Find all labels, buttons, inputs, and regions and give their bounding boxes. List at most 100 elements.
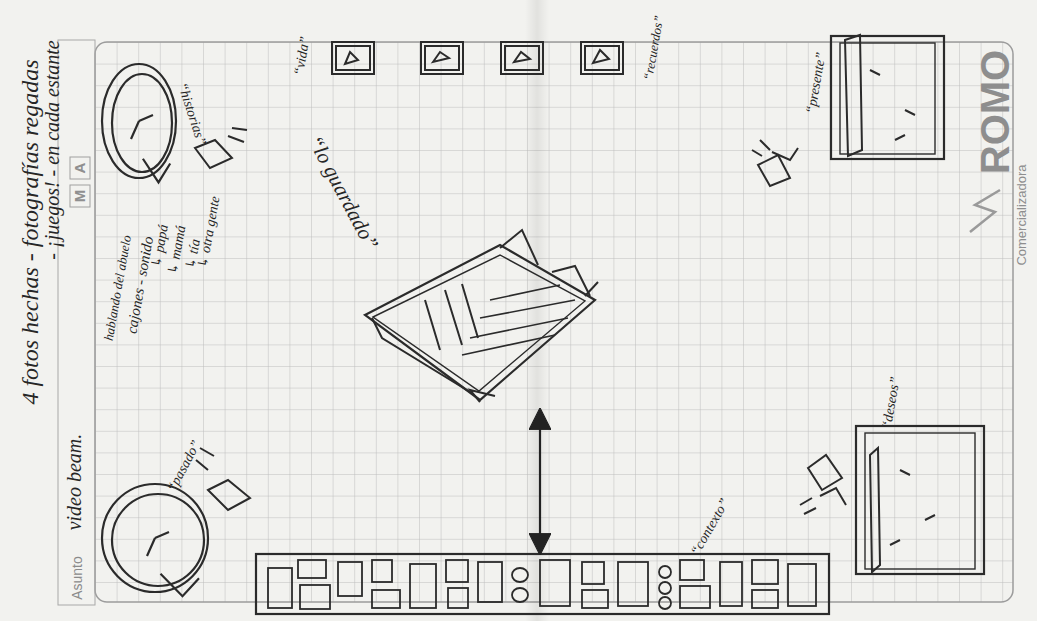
- clock-marks: [195, 128, 250, 510]
- box-pieces-part: [800, 498, 816, 514]
- clock-outline: [102, 64, 176, 178]
- shelf-items-part: [512, 568, 528, 582]
- box-pieces-part: [820, 488, 846, 505]
- photo-frames-part: [425, 46, 459, 70]
- shelf-band: “contexto”: [255, 553, 830, 615]
- shelf-items: [268, 560, 816, 609]
- shelf-items-part: [512, 588, 528, 602]
- shelf-items-part: [540, 560, 570, 606]
- shelf-items-part: [300, 585, 330, 609]
- grid-paper-part: [525, 0, 549, 621]
- form-letter: M: [72, 190, 89, 203]
- box-outline: [856, 426, 984, 574]
- clock-hands: [131, 115, 153, 139]
- logo-subtext: Comercializadora: [1015, 164, 1029, 265]
- clock-circle: [100, 482, 210, 594]
- shelf-items-part: [618, 562, 648, 606]
- deseos-box: “deseos”: [855, 425, 985, 575]
- photo-frames-part: [501, 42, 543, 74]
- desk-details-part: [552, 266, 590, 296]
- shelf-items-part: [659, 597, 671, 609]
- photo-frames-part: [593, 50, 609, 63]
- subject-text: video beam.: [63, 434, 85, 531]
- clock-outline: [102, 484, 208, 592]
- shelf-items-part: [298, 560, 326, 578]
- box-pieces-part: [870, 448, 880, 572]
- clock-circle: [100, 62, 178, 180]
- presente-box: “presente”: [830, 35, 945, 160]
- clock-marks-part: [208, 480, 250, 510]
- deseos-box: [855, 425, 985, 575]
- box-pieces-part: [758, 155, 790, 186]
- box-outline: [256, 554, 829, 614]
- grid-paper-part: [70, 157, 90, 179]
- shelf-items-part: [659, 582, 671, 594]
- note-text: 4 fotos hechas - fotografías regadas: [17, 59, 43, 404]
- shelf-items-part: [372, 590, 400, 608]
- shelf-items-part: [752, 560, 778, 584]
- photo-frames-part: [581, 42, 623, 74]
- box-pieces-part: [752, 140, 770, 156]
- shelf-items-part: [268, 568, 292, 608]
- photo-frames-part: [585, 46, 619, 70]
- photo-frames-part: [505, 46, 539, 70]
- shelf-items-part: [372, 560, 392, 582]
- desk-top: [365, 245, 595, 400]
- shelf-items-part: [338, 562, 362, 596]
- clock-stand: [161, 574, 200, 596]
- desk-edge: [373, 255, 585, 391]
- presente-box: [830, 35, 945, 160]
- shelf-items-part: [446, 560, 468, 582]
- shelf-items-part: [410, 564, 436, 608]
- shelf-items-part: [680, 586, 710, 608]
- grid-paper-part: [58, 40, 95, 605]
- box-pieces-part: [870, 70, 915, 140]
- box-inner: [840, 43, 935, 154]
- photo-frames-part: [336, 46, 370, 70]
- box-pieces-part: [890, 470, 935, 545]
- photo-frames-part: [332, 42, 374, 74]
- desk-details-part: [425, 284, 478, 350]
- box-pieces: [752, 35, 935, 572]
- photo-frames-part: [514, 52, 530, 62]
- box-pieces-part: [845, 35, 862, 156]
- clock-face: [112, 494, 204, 586]
- logo-bolt-part: [970, 190, 1000, 232]
- clock-circle: “historias”: [100, 62, 178, 180]
- shelf-items-part: [582, 590, 608, 608]
- box-pieces-part: [808, 455, 842, 490]
- shelf-items-part: [720, 562, 742, 606]
- desk-details-part: [462, 285, 575, 355]
- desk-shape: [355, 235, 605, 410]
- shelf-items-part: [788, 564, 816, 606]
- box-inner: [865, 433, 975, 569]
- logo-text: ROMO: [973, 50, 1017, 174]
- photo-frames: [332, 42, 623, 74]
- photo-frames-part: [421, 42, 463, 74]
- clock-face: [112, 74, 172, 172]
- box-outline: [831, 36, 944, 159]
- logo-bolt: [970, 190, 1000, 232]
- clock-hands: [147, 532, 169, 556]
- grid-paper-part: [70, 185, 90, 207]
- shelf-band: [255, 553, 830, 615]
- clock-marks-part: [228, 128, 247, 142]
- shelf-items-part: [680, 560, 704, 580]
- desk-details: [372, 230, 598, 402]
- shelf-items-part: [752, 590, 778, 608]
- clock-stand: [143, 159, 170, 183]
- shelf-items-part: [448, 588, 468, 608]
- clock-circle: “pasado”: [100, 482, 210, 594]
- form-field-label: Asunto: [70, 556, 85, 600]
- form-letter: A: [72, 163, 89, 174]
- photo-frames-part: [345, 52, 358, 64]
- double-arrow: [539, 410, 541, 553]
- shelf-items-part: [478, 562, 502, 602]
- note-text: - ¡juegos! - en cada estante: [41, 40, 63, 259]
- grid-paper-part: [95, 42, 1013, 602]
